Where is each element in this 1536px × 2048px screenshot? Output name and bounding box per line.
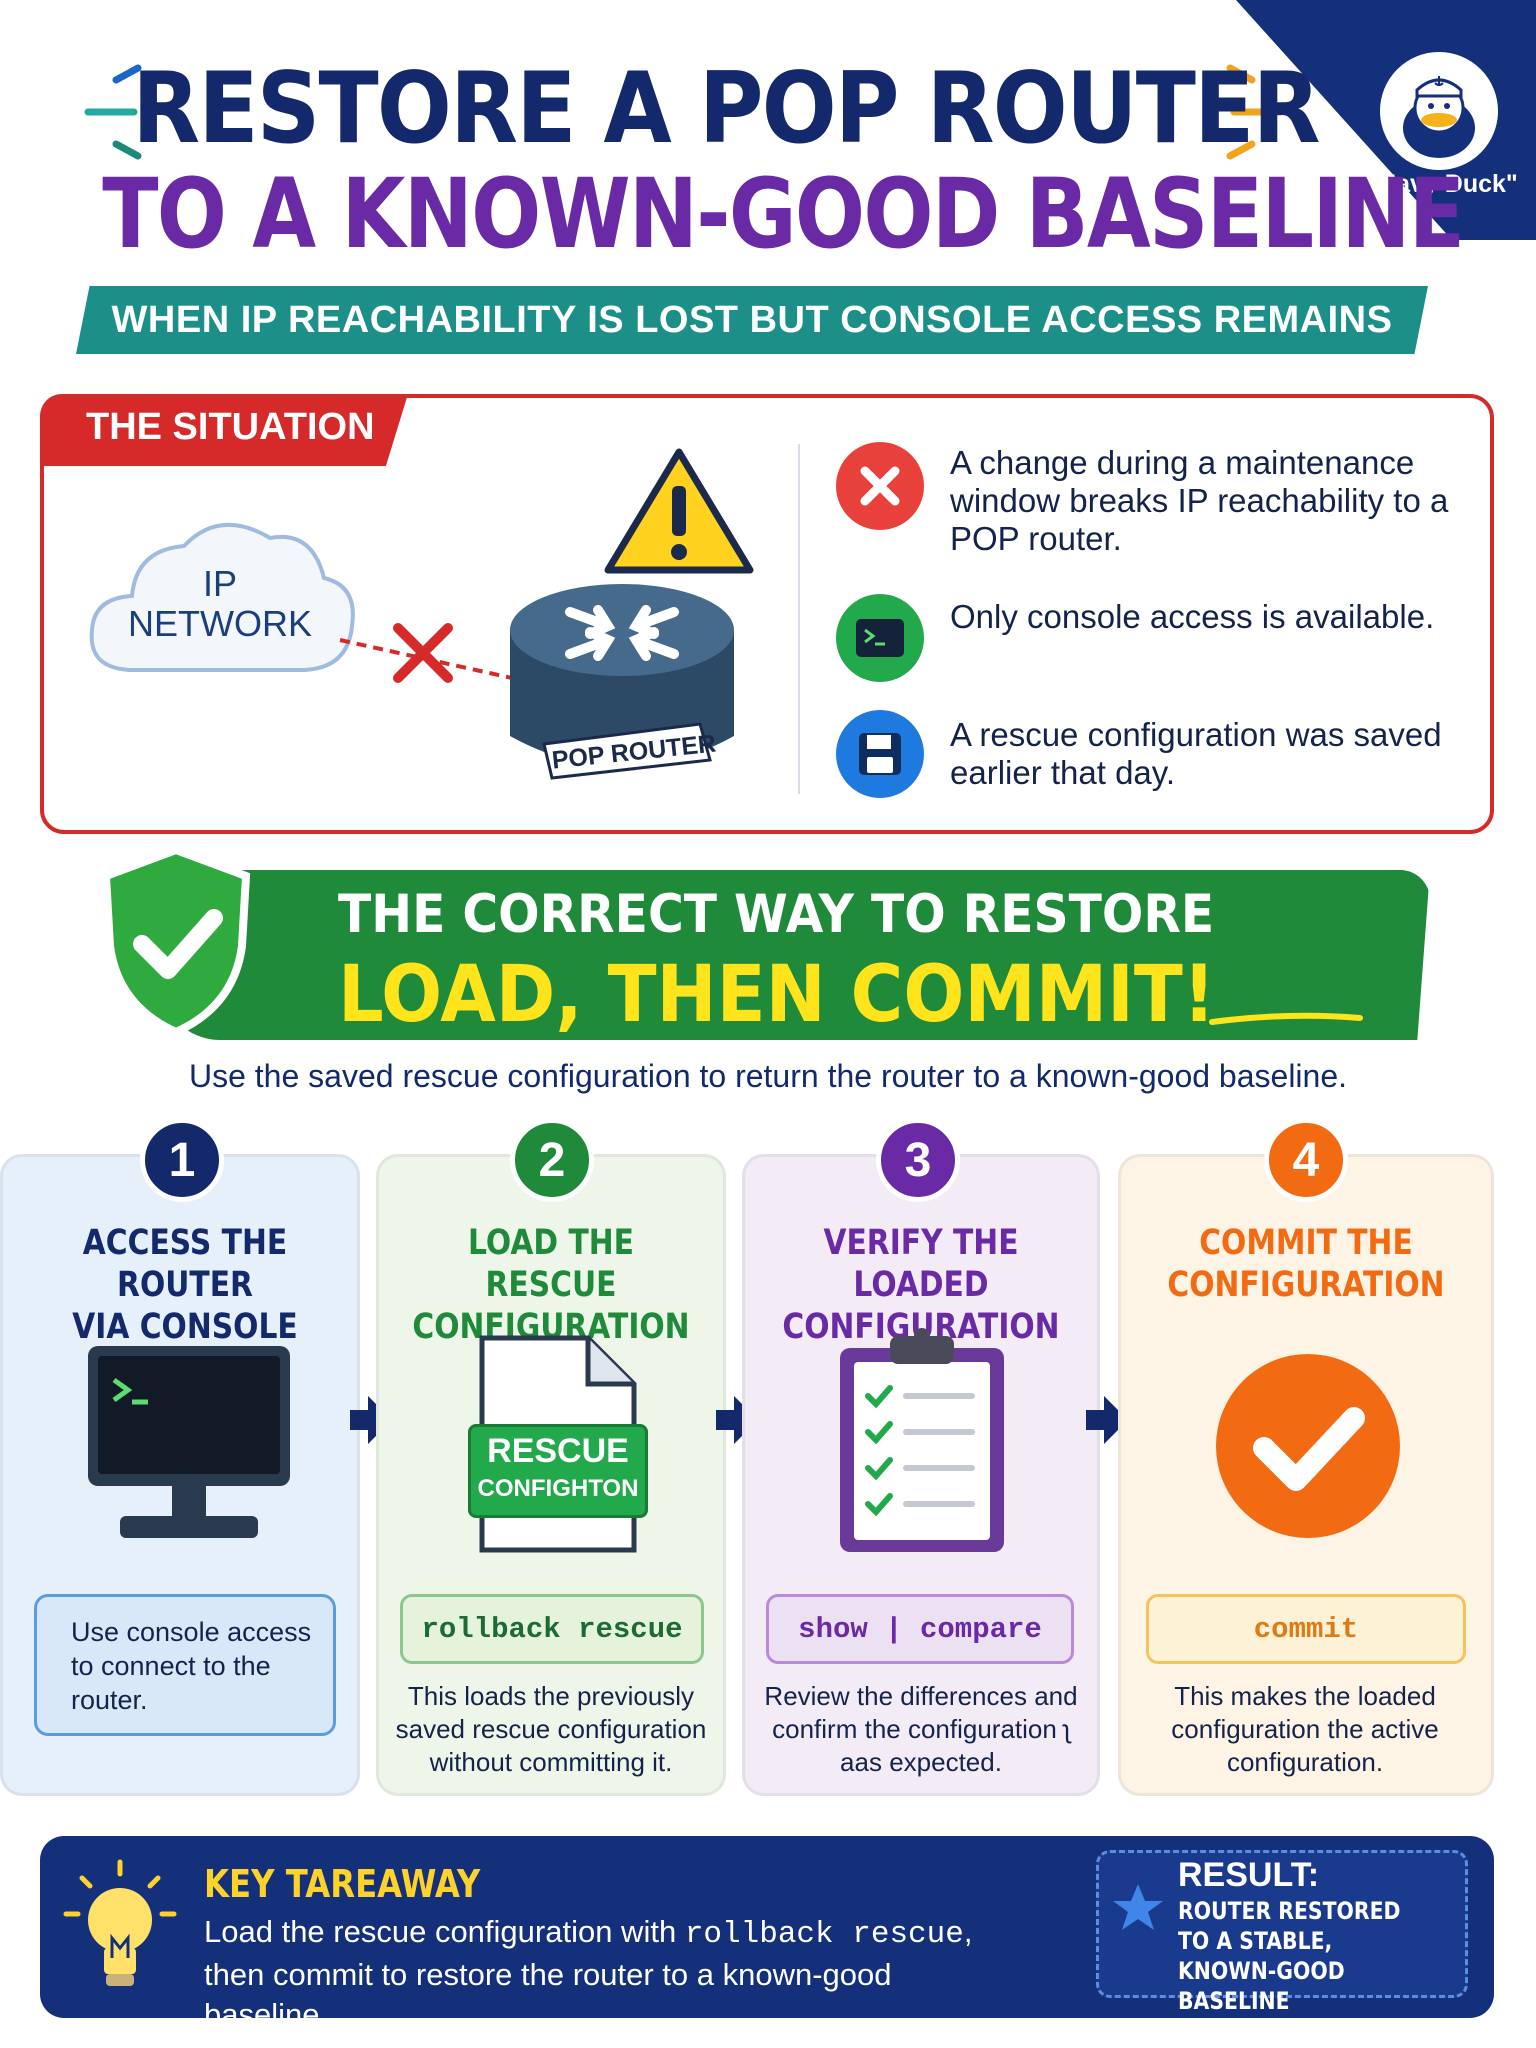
underline-stroke bbox=[1209, 1012, 1363, 1025]
doc-label-2: CONFIGHTON bbox=[477, 1475, 639, 1502]
left-spark-icon bbox=[84, 64, 142, 160]
arrow-right-icon bbox=[346, 1390, 396, 1450]
rescue-config-badge bbox=[468, 1424, 648, 1518]
step-number-2: 2 bbox=[510, 1118, 594, 1202]
arrow-right-icon bbox=[712, 1390, 762, 1450]
banner-highlight: LOAD, THEN COMMIT! bbox=[338, 950, 1216, 1040]
result-text: ROUTER RESTORED TO A STABLE, KNOWN-GOOD … bbox=[1178, 1897, 1401, 2015]
intro-text: Use the saved rescue configuration to re… bbox=[188, 1058, 1348, 1094]
check-circle-icon bbox=[1216, 1354, 1400, 1538]
terminal-icon bbox=[836, 594, 924, 682]
warning-icon bbox=[604, 448, 754, 574]
floppy-disk-icon bbox=[836, 710, 924, 798]
router-icon bbox=[510, 584, 734, 780]
error-x-icon bbox=[836, 442, 924, 530]
situation-tab: THE SITUATION bbox=[40, 394, 408, 466]
step-4-description: This makes the loaded configuration the … bbox=[1171, 1681, 1439, 1777]
page-title: RESTORE A POP ROUTER bbox=[132, 52, 1320, 166]
page-title-line2: TO A KNOWN-GOOD BASELINE bbox=[102, 158, 1465, 270]
subtitle-band: WHEN IP REACHABILITY IS LOST BUT CONSOLE… bbox=[76, 286, 1428, 354]
cloud-label-ip: IP bbox=[202, 563, 237, 604]
step-3-description: Review the differences and confirm the c… bbox=[764, 1681, 1078, 1777]
step-number-1: 1 bbox=[140, 1118, 224, 1202]
correct-way-banner bbox=[160, 870, 1430, 1040]
step-4-command: commit bbox=[1146, 1594, 1466, 1664]
clipboard-checklist-icon bbox=[840, 1328, 1004, 1552]
step-3-command: show | compare bbox=[766, 1594, 1074, 1664]
situation-bullet-2: Only console access is available. bbox=[950, 598, 1435, 635]
step-1-instruction: Use console access to connect to the rou… bbox=[34, 1594, 336, 1736]
monitor-icon bbox=[88, 1346, 290, 1538]
situation-bullet-1: A change during a maintenance window bre… bbox=[950, 444, 1449, 557]
cloud-label-network: NETWORK bbox=[128, 603, 312, 644]
step-2-command: rollback rescue bbox=[400, 1594, 704, 1664]
broken-link-icon bbox=[339, 623, 513, 683]
banner-heading: THE CORRECT WAY TO RESTORE bbox=[338, 884, 1215, 945]
arrow-right-icon bbox=[1082, 1390, 1132, 1450]
cloud-icon bbox=[89, 522, 355, 672]
step-number-4: 4 bbox=[1264, 1118, 1348, 1202]
shield-check-icon bbox=[101, 846, 251, 1036]
step-card-4 bbox=[1118, 1154, 1494, 1796]
key-takeaway-text: Load the rescue configuration with rollb… bbox=[204, 1914, 973, 2032]
doc-label-1: RESCUE bbox=[487, 1432, 629, 1470]
lightbulb-icon bbox=[63, 1859, 177, 1986]
right-spark-icon bbox=[1226, 64, 1284, 160]
mascot-label: "Navy Duck" bbox=[1366, 170, 1518, 198]
key-takeaway-title: KEY TAREAWAY bbox=[204, 1862, 481, 1906]
result-box bbox=[1096, 1850, 1468, 1998]
step-number-3: 3 bbox=[876, 1118, 960, 1202]
navy-duck-mascot-icon bbox=[1380, 52, 1498, 170]
situation-divider bbox=[798, 444, 800, 794]
step-2-description: This loads the previously saved rescue c… bbox=[395, 1681, 707, 1777]
result-title: RESULT: bbox=[1178, 1856, 1320, 1894]
star-icon bbox=[1113, 1884, 1163, 1930]
situation-bullet-3: A rescue configuration was saved earlier… bbox=[950, 716, 1442, 791]
